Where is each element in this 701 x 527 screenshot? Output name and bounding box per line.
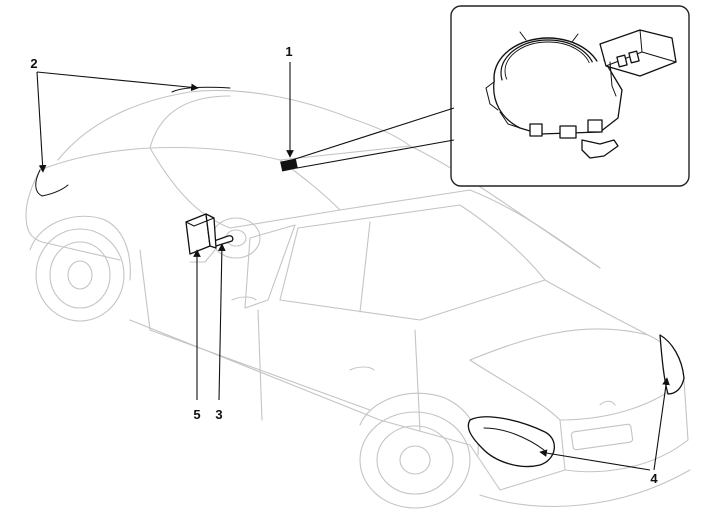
rear-combination-lamps — [467, 334, 685, 468]
callout-2: 2 — [30, 56, 37, 71]
leader-line-4a — [539, 449, 651, 471]
callout-3: 3 — [215, 407, 222, 422]
callout-1: 1 — [285, 44, 292, 59]
control-module — [185, 213, 217, 255]
callout-4: 4 — [650, 471, 658, 486]
front-headlamp-left — [35, 169, 69, 197]
rain-sensor-marker — [280, 158, 298, 172]
leader-line-2a — [36, 71, 47, 173]
inset-connector-lower — [296, 139, 455, 169]
inset-connector-upper — [291, 107, 455, 161]
leader-line-2b — [36, 71, 199, 92]
leader-line-4b — [653, 377, 670, 471]
leader-line-3 — [218, 243, 226, 401]
rain-sensor-detail-inset — [450, 5, 690, 187]
callout-5: 5 — [193, 407, 200, 422]
